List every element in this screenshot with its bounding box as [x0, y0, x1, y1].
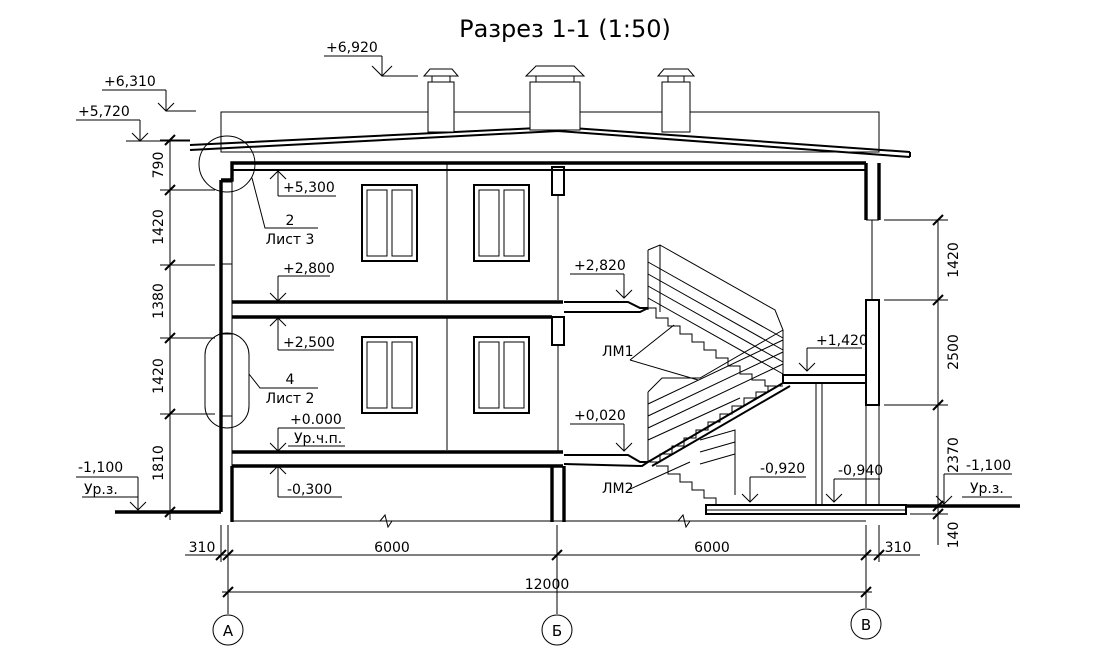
- svg-text:-0,300: -0,300: [287, 482, 332, 498]
- svg-text:1810: 1810: [151, 445, 167, 481]
- svg-text:В: В: [861, 616, 871, 634]
- elev-stair-upper: +2,820: [570, 258, 633, 299]
- svg-text:Лист 3: Лист 3: [266, 232, 315, 248]
- svg-text:12000: 12000: [525, 577, 570, 593]
- left-dimensions: 790 1420 1380 1420 1810: [151, 134, 215, 520]
- svg-text:+1,420: +1,420: [816, 333, 868, 349]
- elev-floor-zero: +0.000 Ур.ч.п.: [269, 412, 345, 452]
- window-2f-right: [473, 184, 530, 262]
- svg-text:ЛМ1: ЛМ1: [602, 344, 634, 360]
- svg-text:-1,100: -1,100: [78, 460, 123, 476]
- svg-text:-0,920: -0,920: [760, 461, 805, 477]
- svg-text:310: 310: [885, 540, 912, 556]
- elev-ridge: +6,920: [324, 40, 418, 77]
- svg-text:1380: 1380: [151, 283, 167, 319]
- axis-markers: А Б В: [212, 608, 882, 646]
- svg-text:1420: 1420: [151, 209, 167, 245]
- window-1f-left: [361, 336, 418, 414]
- svg-text:+2,820: +2,820: [574, 258, 626, 274]
- railing-lower: [647, 329, 784, 495]
- elev-entrance: -0,920: [741, 461, 806, 503]
- chimneys: [422, 65, 696, 133]
- svg-text:+5,720: +5,720: [78, 104, 130, 120]
- svg-text:Ур.з.: Ур.з.: [84, 482, 118, 498]
- svg-text:-0,940: -0,940: [838, 463, 883, 479]
- elev-ground-right: -1,100 Ур.з.: [935, 458, 1012, 505]
- svg-text:+6,310: +6,310: [104, 74, 156, 90]
- svg-text:6000: 6000: [694, 540, 730, 556]
- elevation-marks: +6,920 +6,310 +5,720 +5,300: [76, 40, 1012, 511]
- elev-basement: -0,300: [269, 465, 342, 498]
- right-dimensions: 1420 2500 2370 140: [884, 214, 962, 549]
- svg-text:4: 4: [286, 372, 295, 388]
- svg-text:ЛМ2: ЛМ2: [602, 481, 634, 497]
- elev-first-ceiling: +2,500: [269, 317, 335, 351]
- elev-second-ceiling: +5,300: [269, 170, 336, 197]
- axis-marker-a: А: [212, 614, 244, 646]
- svg-text:Лист 2: Лист 2: [266, 391, 315, 407]
- svg-text:+5,300: +5,300: [283, 180, 335, 196]
- stairs: [563, 244, 907, 515]
- svg-text:Б: Б: [552, 622, 562, 640]
- window-1f-right: [473, 336, 530, 414]
- axis-marker-v: В: [850, 608, 882, 640]
- svg-text:790: 790: [151, 152, 167, 179]
- svg-text:2370: 2370: [946, 437, 962, 473]
- stair-labels: ЛМ1 ЛМ2: [602, 324, 699, 497]
- svg-text:Ур.ч.п.: Ур.ч.п.: [294, 431, 342, 447]
- slabs: [115, 161, 1020, 529]
- svg-text:+0,020: +0,020: [574, 408, 626, 424]
- svg-text:310: 310: [189, 540, 216, 556]
- svg-text:+2,500: +2,500: [283, 335, 335, 351]
- svg-text:+2,800: +2,800: [283, 261, 335, 277]
- svg-text:Ур.з.: Ур.з.: [970, 481, 1004, 497]
- callout-2: 2 Лист 3: [198, 135, 318, 248]
- elev-second-floor: +2,800: [269, 261, 335, 302]
- elev-entrance-slab: -0,940: [825, 463, 883, 503]
- svg-text:6000: 6000: [374, 540, 410, 556]
- elev-stair-landing: +1,420: [798, 333, 868, 372]
- axis-marker-b: Б: [541, 614, 573, 646]
- svg-text:140: 140: [946, 522, 962, 549]
- svg-text:1420: 1420: [151, 358, 167, 394]
- railing-upper: [647, 244, 784, 375]
- drawing-title: Разрез 1-1 (1:50): [459, 15, 671, 43]
- svg-text:2500: 2500: [946, 334, 962, 370]
- windows: [361, 184, 530, 414]
- svg-text:+0.000: +0.000: [290, 412, 342, 428]
- bottom-dimensions: 310 6000 6000 310 12000: [185, 525, 920, 614]
- elev-stair-lower: +0,020: [570, 408, 633, 452]
- svg-text:А: А: [223, 622, 234, 640]
- svg-text:+6,920: +6,920: [326, 40, 378, 56]
- svg-text:-1,100: -1,100: [966, 458, 1011, 474]
- callout-4: 4 Лист 2: [204, 332, 318, 429]
- elev-eave-top: +6,310: [102, 74, 196, 112]
- svg-text:2: 2: [286, 213, 295, 229]
- walls: [219, 163, 881, 512]
- svg-text:1420: 1420: [946, 242, 962, 278]
- elev-ground-left: -1,100 Ур.з.: [76, 460, 147, 511]
- elev-eave-bottom: +5,720: [76, 104, 190, 142]
- window-2f-left: [361, 184, 418, 262]
